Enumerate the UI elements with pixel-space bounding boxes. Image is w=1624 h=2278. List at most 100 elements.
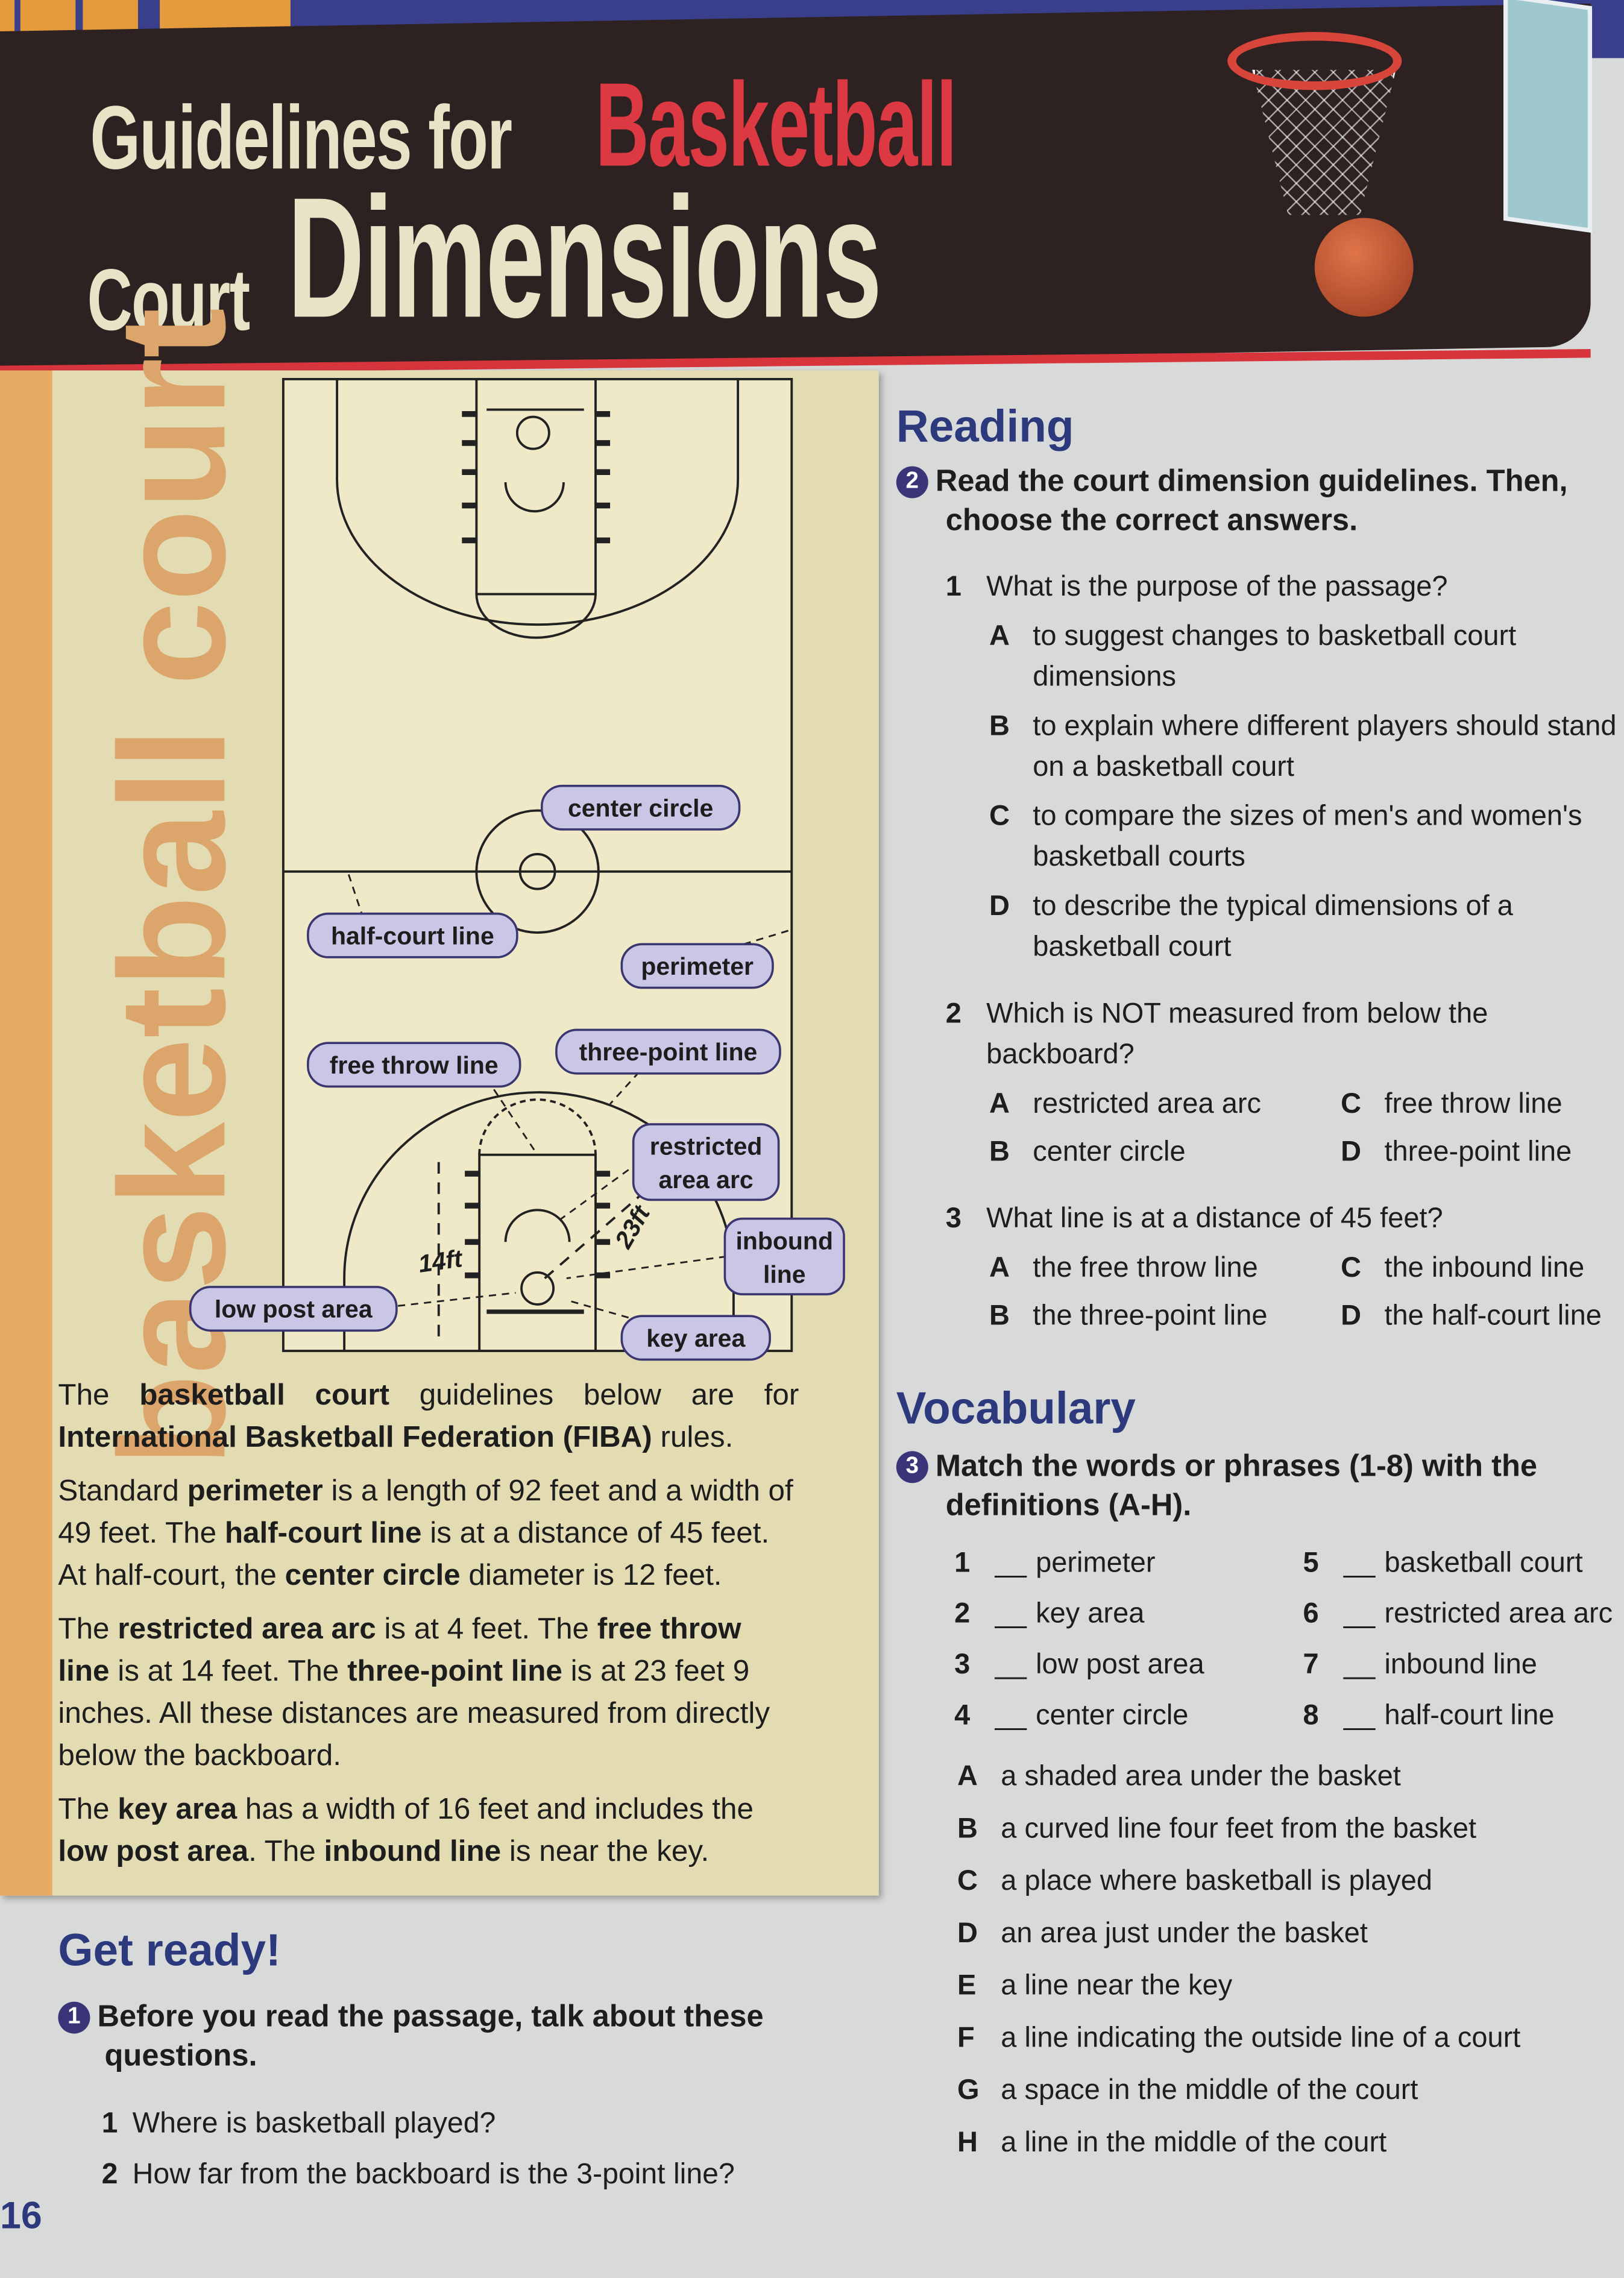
label-low-post-area: low post area	[189, 1286, 398, 1332]
passage-text-segment: . The	[248, 1834, 324, 1868]
passage-text-segment: is a length of 92 feet and a width of 49…	[58, 1474, 793, 1550]
svg-text:low post area: low post area	[215, 1295, 373, 1323]
top-restricted-arc	[504, 482, 565, 513]
svg-text:perimeter: perimeter	[641, 952, 754, 980]
task-number-badge: 3	[896, 1451, 928, 1484]
dim-23ft-line	[544, 1183, 655, 1279]
bottom-key-area	[478, 1153, 597, 1352]
title-court: Court	[87, 251, 251, 349]
basketball-icon	[1314, 218, 1414, 317]
passage-text-segment: is at a distance of 45 feet. At half-cou…	[58, 1516, 770, 1593]
passage-paragraph: The basketball court guidelines below ar…	[58, 1374, 799, 1459]
label-inbound-line: inbound line	[723, 1217, 845, 1295]
center-dot	[518, 852, 556, 890]
match-word[interactable]: 7__inbound line	[1303, 1649, 1537, 1681]
page-number: 16	[0, 2193, 42, 2237]
key-term: inbound line	[324, 1834, 502, 1868]
svg-text:center circle: center circle	[568, 794, 713, 822]
question-text: How far from the backboard is the 3-poin…	[132, 2158, 735, 2191]
passage-paragraph: Standard perimeter is a length of 92 fee…	[58, 1470, 799, 1597]
svg-text:half-court line: half-court line	[331, 922, 494, 949]
question-text: Where is basketball played?	[132, 2107, 496, 2140]
passage-text-segment: is at 4 feet. The	[376, 1612, 597, 1646]
svg-text:free throw line: free throw line	[330, 1051, 499, 1079]
match-word[interactable]: 2__key area	[954, 1597, 1145, 1630]
label-center-circle: center circle	[541, 784, 741, 831]
bottom-restricted-arc	[504, 1209, 571, 1242]
svg-text:restricted: restricted	[650, 1133, 763, 1160]
task-number-badge: 1	[58, 2001, 90, 2034]
passage-text-segment: is at 14 feet. The	[109, 1654, 348, 1688]
match-word[interactable]: 1__perimeter	[954, 1547, 1156, 1579]
passage-text-segment: is near the key.	[501, 1834, 710, 1868]
svg-text:area arc: area arc	[659, 1166, 754, 1194]
title-dimensions: Dimensions	[288, 162, 882, 354]
label-restricted-area-arc: restricted area arc	[632, 1123, 780, 1201]
match-word[interactable]: 8__half-court line	[1303, 1699, 1555, 1732]
center-circle	[475, 809, 600, 934]
label-perimeter: perimeter	[620, 943, 774, 989]
task-number-badge: 2	[896, 466, 928, 499]
match-word[interactable]: 6__restricted area arc	[1303, 1597, 1613, 1630]
passage-text-segment: The	[58, 1792, 118, 1826]
label-three-point-line: three-point line	[555, 1028, 781, 1075]
svg-text:line: line	[763, 1260, 806, 1288]
key-term: perimeter	[187, 1474, 323, 1508]
key-term: key area	[118, 1792, 238, 1826]
task-instructions: Match the words or phrases (1-8) with th…	[935, 1449, 1538, 1523]
title-basketball: Basketball	[595, 59, 957, 192]
reading-heading: Reading	[896, 401, 1074, 452]
passage-text-segment: The	[58, 1612, 118, 1646]
key-term: half-court line	[224, 1516, 422, 1550]
question-number: 1	[101, 2107, 118, 2140]
key-term: International Basketball Federation (FIB…	[58, 1420, 652, 1455]
match-words: 1__perimeter 5__basketball court 2__key …	[954, 1543, 1622, 1735]
task-instructions: Read the court dimension guidelines. The…	[935, 465, 1568, 538]
label-free-throw-line: free throw line	[307, 1042, 521, 1088]
bottom-free-throw-arc	[478, 1098, 597, 1155]
label-key-area: key area	[620, 1315, 771, 1361]
svg-text:inbound: inbound	[735, 1227, 832, 1254]
key-term: free throw line	[58, 1612, 741, 1688]
svg-text:key area: key area	[646, 1324, 746, 1352]
top-basket	[515, 415, 550, 450]
key-term: low post area	[58, 1834, 249, 1868]
key-term: basketball court	[139, 1378, 390, 1412]
match-word[interactable]: 5__basketball court	[1303, 1547, 1583, 1579]
match-word[interactable]: 4__center circle	[954, 1699, 1189, 1732]
passage-text-segment: has a width of 16 feet and includes the	[237, 1792, 754, 1826]
bottom-basket	[520, 1271, 555, 1306]
panel-side-strip	[0, 370, 52, 1896]
match-word[interactable]: 3__low post area	[954, 1649, 1204, 1681]
discussion-question: 1 Where is basketball played?	[102, 2107, 872, 2141]
passage-paragraph: The restricted area arc is at 4 feet. Th…	[58, 1608, 799, 1777]
